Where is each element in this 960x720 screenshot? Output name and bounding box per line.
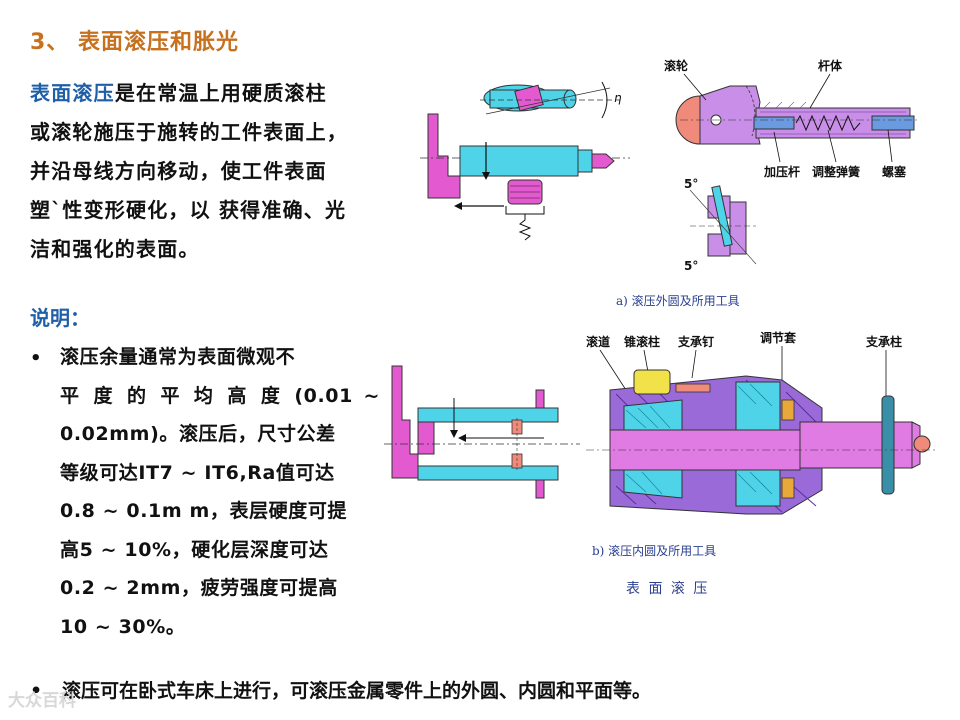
slide-title: 3、 表面滚压和胀光 bbox=[30, 30, 239, 55]
bullet-icon: • bbox=[30, 680, 43, 702]
bullet-item-2: •滚压可在卧式车床上进行，可滚压金属零件上的外圆、内圆和平面等。 bbox=[30, 680, 652, 702]
bullet1-line: 平 度 的 平 均 高 度 (0.01 ~ bbox=[60, 384, 380, 407]
bullet-item-1: • 滚压余量通常为表面微观不 平 度 的 平 均 高 度 (0.01 ~ 0.0… bbox=[30, 338, 380, 646]
bullet-icon: • bbox=[30, 348, 42, 369]
label-cone-roller: 锥滚柱 bbox=[624, 334, 660, 349]
label-press-rod: 加压杆 bbox=[763, 164, 800, 179]
bullet1-line: 高5 ~ 10%，硬化层深度可达 bbox=[60, 538, 329, 561]
label-adjust-spring: 调整弹簧 bbox=[812, 164, 860, 179]
intro-line-3: 并沿母线方向移动，使工件表面 bbox=[30, 159, 327, 183]
outer-rolling-schematic: η bbox=[420, 81, 630, 241]
label-raceway: 滚道 bbox=[586, 334, 610, 349]
eta-label: η bbox=[614, 91, 622, 105]
bullet1-line: 0.8 ~ 0.1m m，表层硬度可提 bbox=[60, 500, 348, 522]
label-adjust-sleeve: 调节套 bbox=[760, 330, 797, 345]
watermark-text: 大众百科 bbox=[8, 691, 76, 711]
figure-title: 表 面 滚 压 bbox=[626, 581, 710, 597]
intro-line-5: 洁和强化的表面。 bbox=[30, 237, 200, 261]
label-rod-body: 杆体 bbox=[818, 58, 843, 73]
label-angle-top: 5° bbox=[684, 177, 698, 191]
figure-b-caption: b) 滚压内圆及所用工具 bbox=[592, 544, 717, 558]
label-support-pin: 支承钉 bbox=[677, 334, 714, 349]
bullet1-line: 滚压余量通常为表面微观不 bbox=[60, 346, 296, 368]
label-roller: 滚轮 bbox=[664, 58, 689, 73]
label-plug: 螺塞 bbox=[882, 164, 907, 179]
bullet1-line: 等级可达IT7 ~ IT6,Ra值可达 bbox=[60, 461, 335, 484]
label-support-post: 支承柱 bbox=[865, 334, 902, 349]
intro-line-2: 或滚轮施压于施转的工件表面上， bbox=[30, 120, 348, 144]
outer-rolling-tool-diagram: 滚轮 杆体 加压杆 调整弹簧 螺塞 5° 5° bbox=[664, 58, 918, 273]
explain-label: 说明： bbox=[30, 306, 90, 330]
inner-rolling-schematic bbox=[384, 365, 580, 499]
term-highlight: 表面滚压 bbox=[30, 81, 115, 105]
intro-line-4: 塑`性变形硬化，以 获得准确、光 bbox=[30, 198, 347, 222]
label-angle-bottom: 5° bbox=[684, 259, 698, 273]
inner-rolling-tool-diagram: 滚道 锥滚柱 支承钉 调节套 支承柱 bbox=[586, 330, 936, 515]
bullet1-line: 10 ~ 30%。 bbox=[60, 615, 186, 638]
figure-a-caption: a) 滚压外圆及所用工具 bbox=[616, 294, 740, 308]
intro-paragraph: 表面滚压是在常温上用硬质滚柱 或滚轮施压于施转的工件表面上， 并沿母线方向移动，… bbox=[30, 74, 402, 269]
intro-line-1: 表面滚压是在常温上用硬质滚柱 bbox=[30, 81, 327, 105]
bullet1-line: 0.2 ~ 2mm，疲劳强度可提高 bbox=[60, 577, 338, 599]
bullet1-line: 0.02mm)。滚压后，尺寸公差 bbox=[60, 423, 336, 445]
